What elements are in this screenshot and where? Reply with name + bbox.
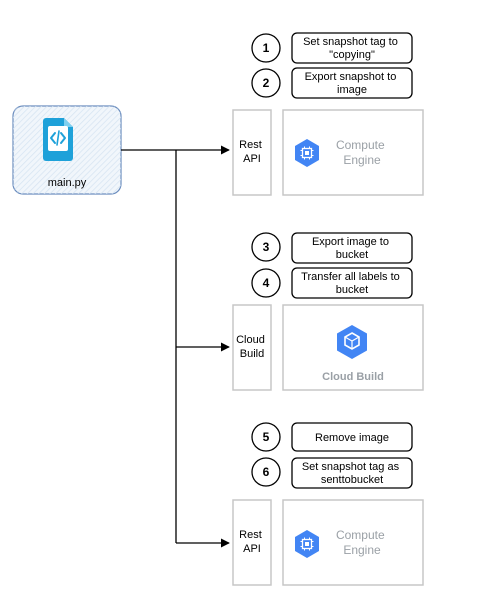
step-number: 6	[263, 465, 270, 479]
main-py-node: main.py	[12, 105, 122, 195]
step-number: 4	[263, 276, 270, 290]
service-label: Compute Engine	[336, 528, 388, 557]
step-1: 1 Set snapshot tag to "copying"	[251, 32, 413, 64]
caller-label: Rest API	[239, 529, 265, 555]
step-number: 5	[263, 430, 270, 444]
service-compute-engine-2: Compute Engine	[282, 499, 424, 586]
service-label: Compute Engine	[336, 138, 388, 167]
service-label: Cloud Build	[322, 371, 384, 383]
service-compute-engine-1: Compute Engine	[282, 109, 424, 196]
step-number: 3	[263, 240, 270, 254]
step-description: Transfer all labels to bucket	[301, 271, 403, 296]
step-description: Export image to bucket	[312, 236, 392, 261]
step-description: Export snapshot to image	[305, 71, 400, 96]
caller-rest-api-1: Rest API	[232, 109, 272, 196]
caller-label: Cloud Build	[236, 334, 268, 360]
step-4: 4 Transfer all labels to bucket	[251, 267, 413, 299]
code-file-icon	[43, 118, 73, 161]
step-description: Remove image	[315, 432, 389, 444]
step-5: 5 Remove image	[251, 422, 413, 452]
compute-engine-icon	[295, 139, 319, 167]
compute-engine-icon	[295, 530, 319, 558]
step-description: Set snapshot tag as senttobucket	[302, 461, 402, 486]
step-number: 2	[263, 76, 270, 90]
step-2: 2 Export snapshot to image	[251, 67, 413, 99]
cloud-build-icon	[337, 325, 367, 359]
caller-rest-api-2: Rest API	[232, 499, 272, 586]
step-3: 3 Export image to bucket	[251, 232, 413, 264]
step-number: 1	[263, 41, 270, 55]
step-6: 6 Set snapshot tag as senttobucket	[251, 457, 413, 489]
caller-label: Rest API	[239, 139, 265, 165]
step-description: Set snapshot tag to "copying"	[303, 36, 401, 61]
connectors	[121, 145, 230, 548]
file-label: main.py	[48, 177, 87, 189]
service-cloud-build: Cloud Build	[282, 304, 424, 391]
caller-cloud-build: Cloud Build	[232, 304, 272, 391]
